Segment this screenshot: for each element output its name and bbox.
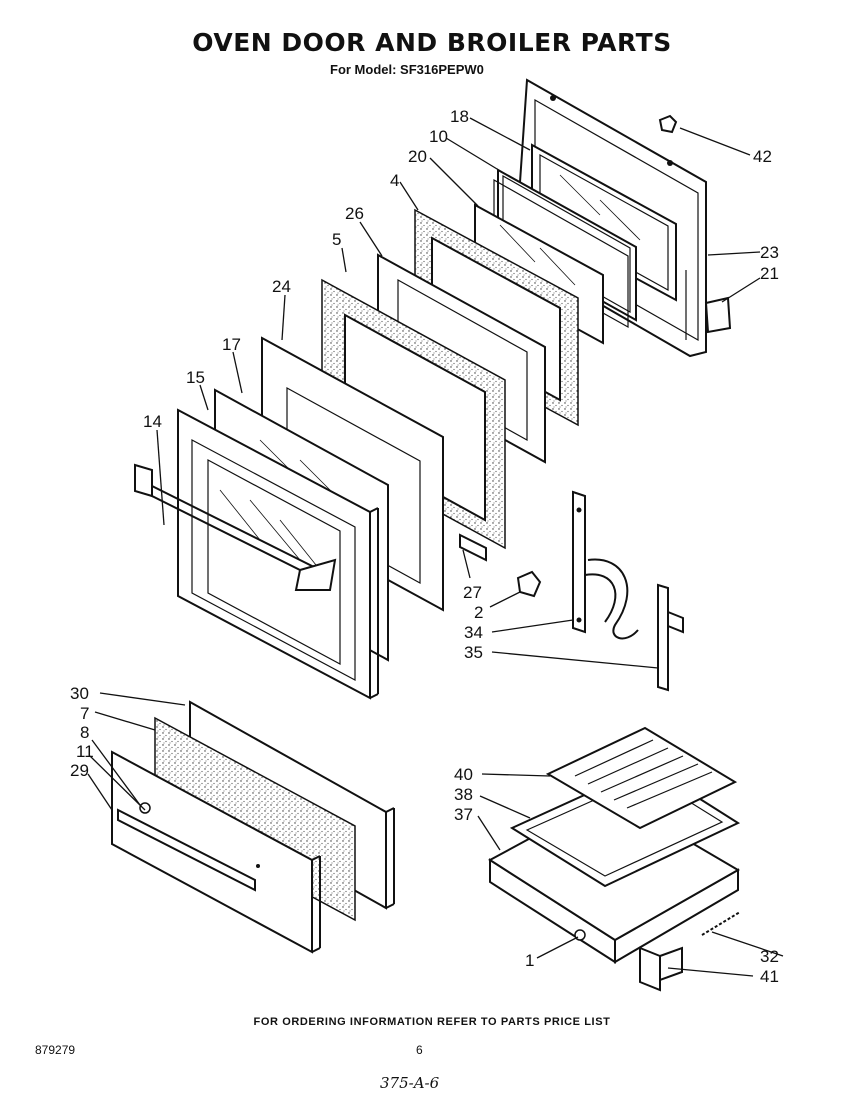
part-40-broiler-grid	[545, 726, 738, 830]
part-21-clip	[704, 296, 732, 334]
document-number: 879279	[35, 1043, 76, 1057]
callout-35: 35	[464, 643, 483, 662]
part-2-roller	[516, 570, 542, 598]
callout-10: 10	[429, 127, 448, 146]
callout-38: 38	[454, 785, 473, 804]
part-32-spring	[701, 911, 741, 936]
callout-20: 20	[408, 147, 427, 166]
callout-42: 42	[753, 147, 772, 166]
callout-8: 8	[80, 723, 89, 742]
part-35-hinge-receiver	[657, 583, 684, 692]
callout-11: 11	[76, 742, 94, 761]
part-14-handle	[134, 463, 337, 591]
callout-34: 34	[464, 623, 483, 642]
callout-30: 30	[70, 684, 89, 703]
part-41-clip	[639, 946, 683, 992]
page-title: OVEN DOOR AND BROILER PARTS	[192, 28, 672, 57]
callout-41: 41	[760, 967, 779, 986]
handwritten-note: 375-A-6	[380, 1074, 440, 1092]
page-number: 6	[416, 1043, 423, 1057]
callout-24: 24	[272, 277, 291, 296]
part-34-hinge	[572, 490, 639, 640]
callout-37: 37	[454, 805, 473, 824]
callout-1: 1	[525, 951, 534, 970]
callout-17: 17	[222, 335, 241, 354]
callout-26: 26	[345, 204, 364, 223]
part-29-drawer-front	[111, 750, 321, 954]
callout-21: 21	[760, 264, 779, 283]
callout-18: 18	[450, 107, 469, 126]
part-5-insulation-frame	[321, 278, 506, 562]
callout-15: 15	[186, 368, 205, 387]
model-subtitle: For Model: SF316PEPW0	[330, 62, 484, 77]
part-15-outer-door	[177, 408, 379, 700]
callout-27: 27	[463, 583, 482, 602]
callout-32: 32	[760, 947, 779, 966]
callout-4: 4	[390, 171, 399, 190]
leader-lines	[87, 117, 784, 977]
callout-2: 2	[474, 603, 483, 622]
callout-29: 29	[70, 761, 89, 780]
callout-40: 40	[454, 765, 473, 784]
callout-14: 14	[143, 412, 162, 431]
callout-5: 5	[332, 230, 341, 249]
ordering-note: FOR ORDERING INFORMATION REFER TO PARTS …	[253, 1016, 611, 1028]
callout-7: 7	[80, 704, 89, 723]
part-42-screw	[658, 114, 678, 134]
callout-23: 23	[760, 243, 779, 262]
